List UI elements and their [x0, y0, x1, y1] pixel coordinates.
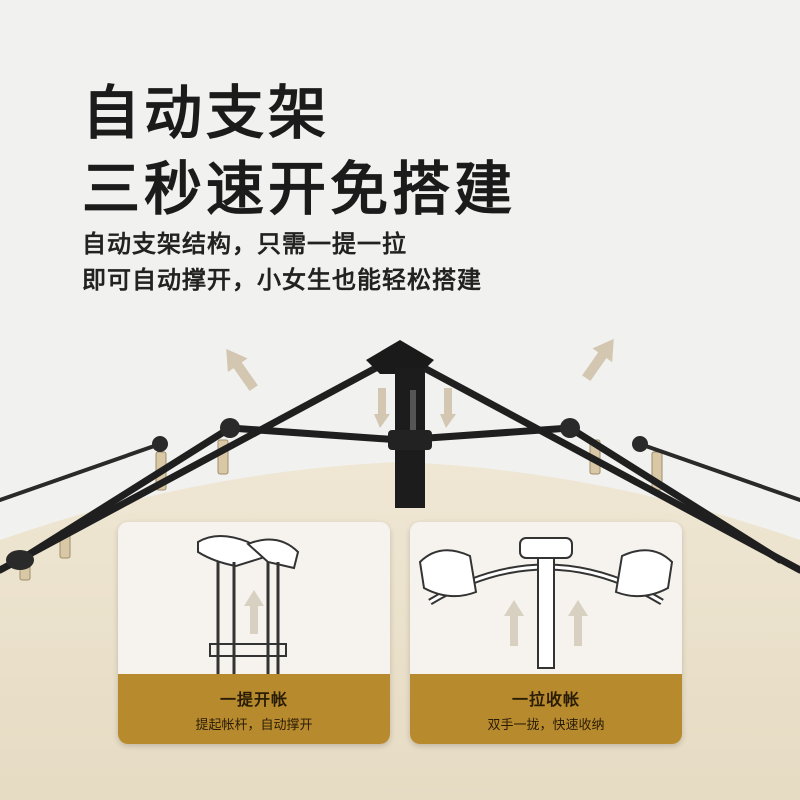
subtitle-line-1: 自动支架结构，只需一提一拉 — [82, 230, 407, 258]
lift-open-band — [118, 674, 390, 744]
pull-close-card: 一拉收帐 双手一拢，快速收纳 — [410, 522, 682, 744]
headline-line-2: 三秒速开免搭建 — [82, 155, 517, 223]
lift-pole-illustration — [118, 522, 390, 674]
pull-pole-illustration — [410, 522, 682, 674]
lift-open-title: 一提开帐 — [219, 690, 288, 709]
pull-close-band — [410, 674, 682, 744]
subtitle-line-2: 即可自动撑开，小女生也能轻松搭建 — [82, 266, 482, 294]
headline-line-1: 自动支架 — [82, 79, 331, 147]
lift-open-desc: 提起帐杆，自动撑开 — [195, 718, 313, 733]
lift-open-card: 一提开帐 提起帐杆，自动撑开 — [118, 522, 390, 744]
pull-close-title: 一拉收帐 — [511, 690, 580, 709]
pull-close-desc: 双手一拢，快速收纳 — [487, 718, 605, 733]
